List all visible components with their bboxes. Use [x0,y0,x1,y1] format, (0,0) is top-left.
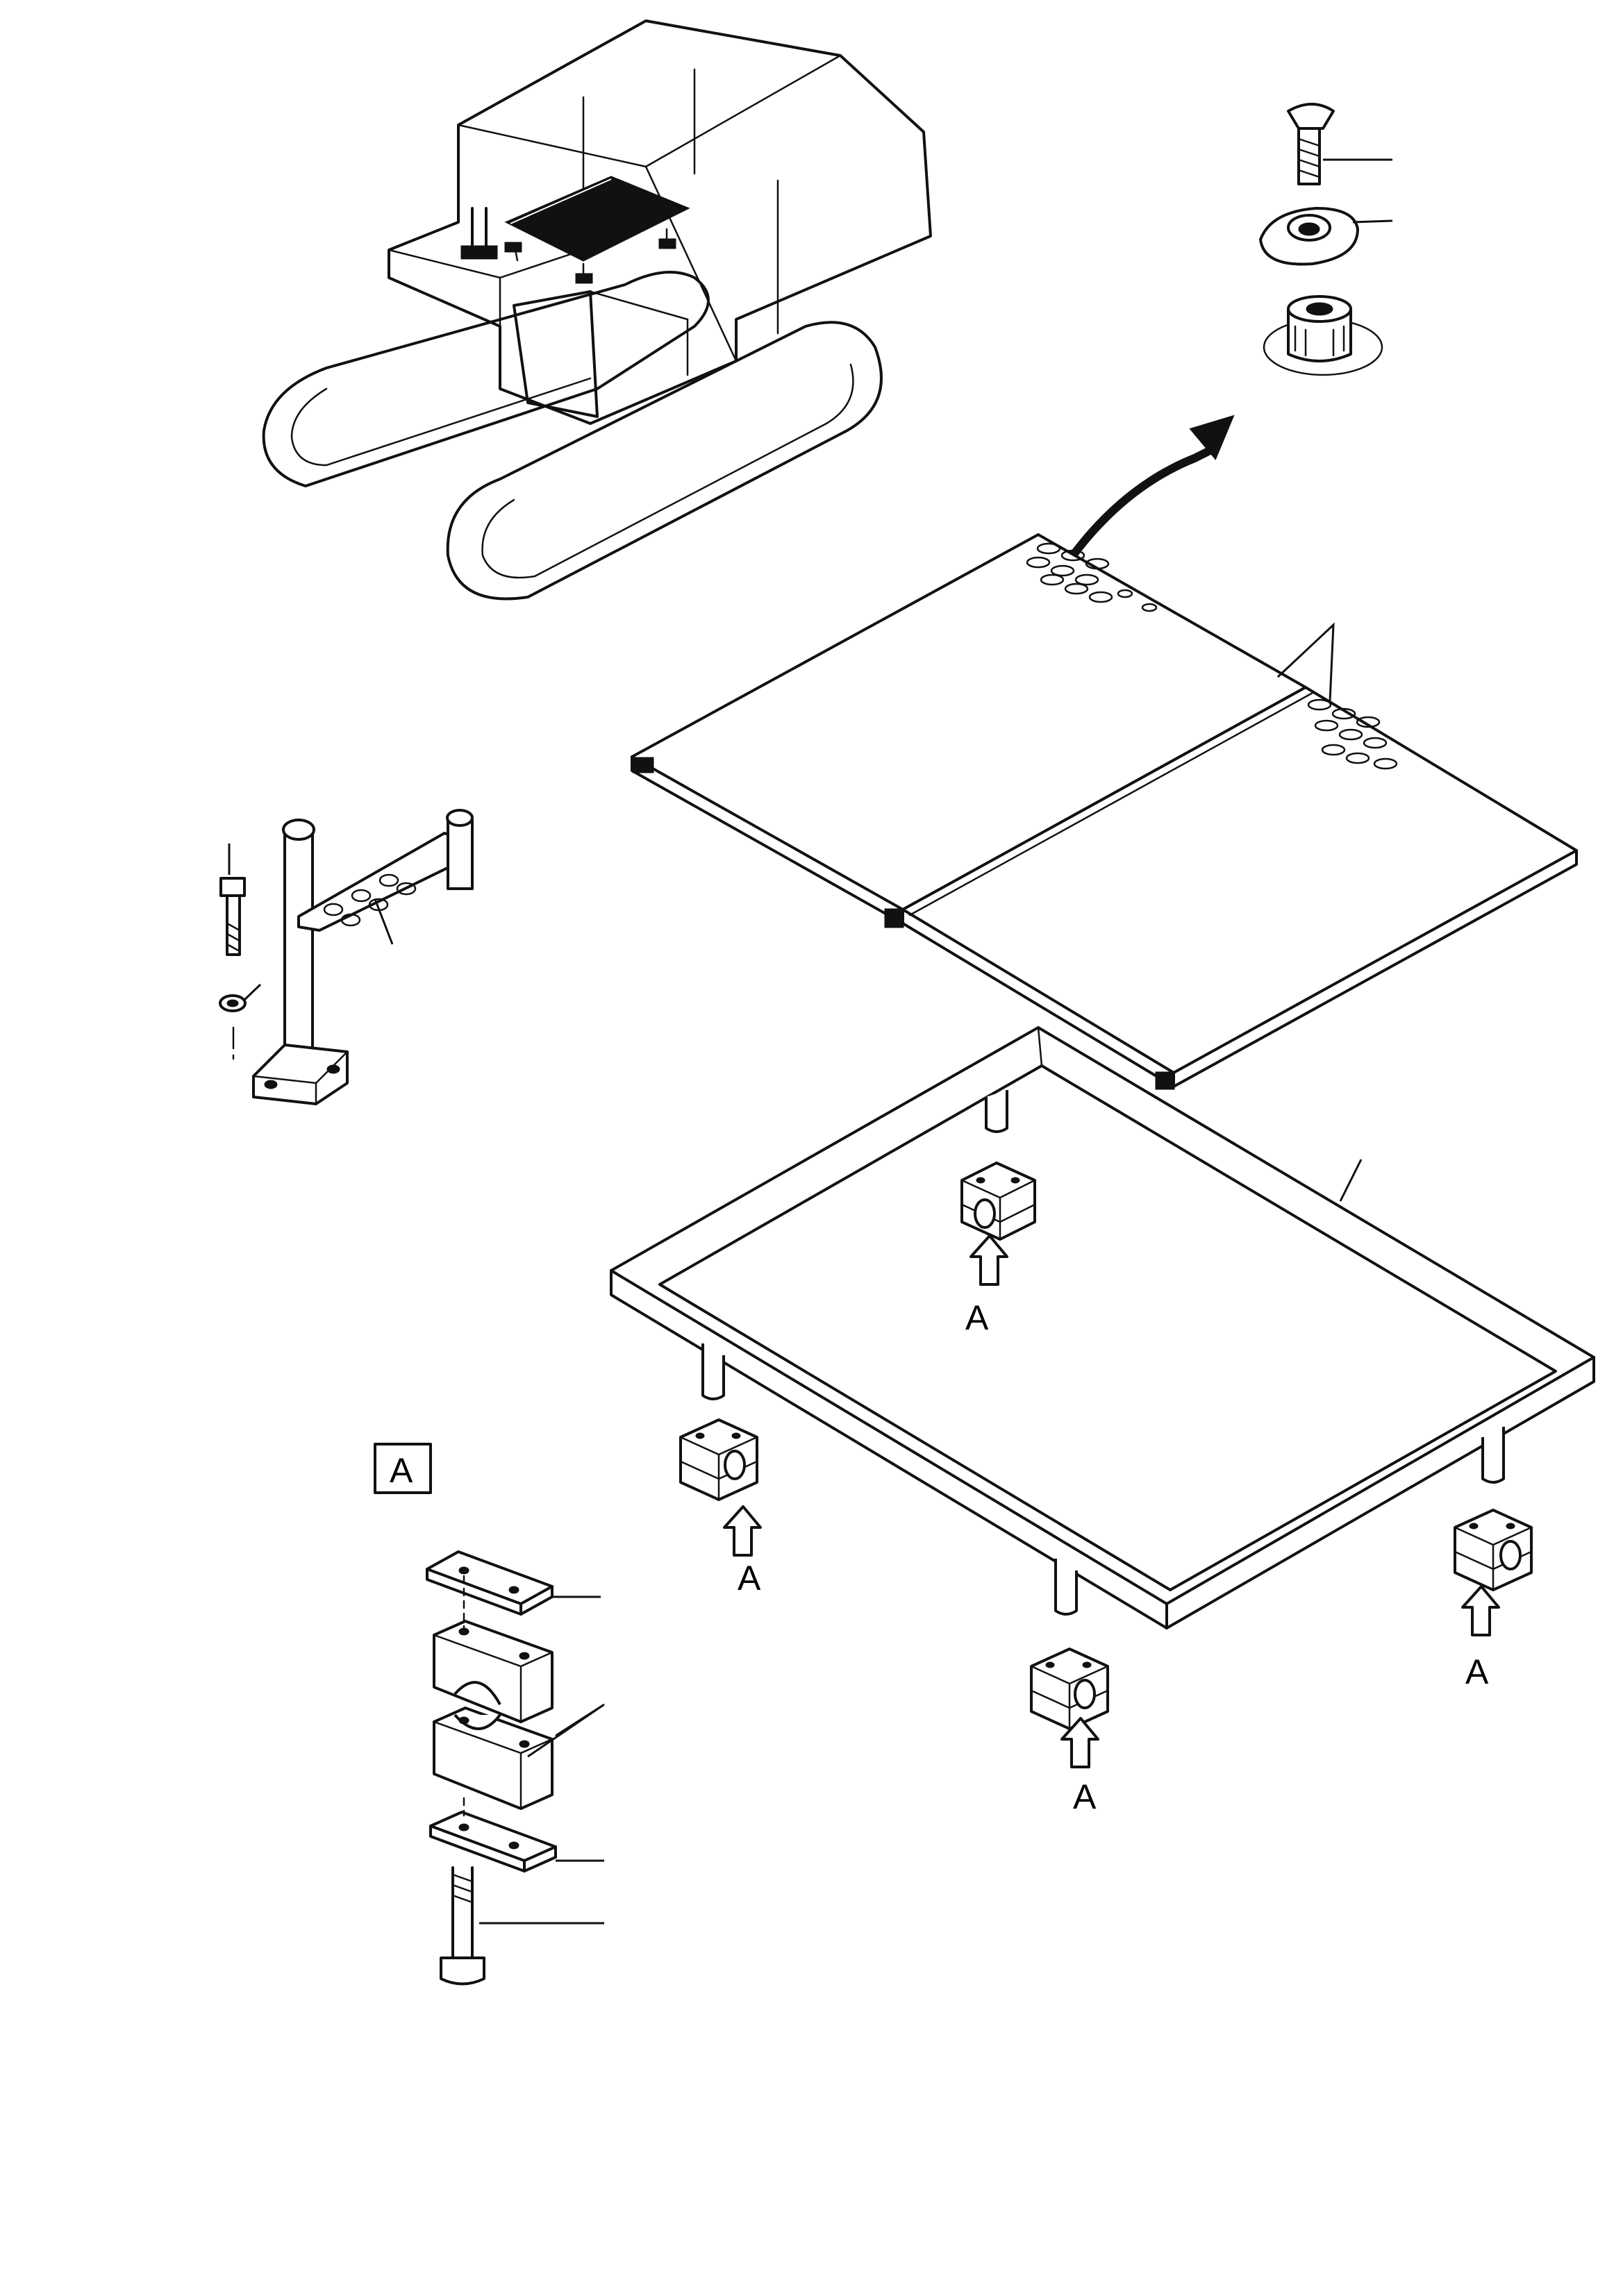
countersunk-screw [1287,103,1392,185]
clamp-block-3 [1030,1648,1109,1730]
detail-a-box: A [374,1443,432,1494]
up-arrow-icon [1060,1717,1099,1768]
handrail-stand [219,809,474,1105]
clamp-label: A [965,1298,989,1337]
clamp-label: A [738,1559,761,1598]
clamp-block-1 [960,1162,1036,1241]
detail-label: A [390,1451,413,1490]
cup-washer [1259,207,1393,266]
clamp-label: A [1465,1652,1489,1691]
up-arrow-icon [723,1505,762,1557]
clamp-block-4 [1454,1509,1533,1591]
weld-nut [1263,295,1383,376]
up-arrow-icon [969,1234,1008,1286]
curved-arrow-icon [1069,414,1235,560]
floor-plates [631,533,1578,1090]
fastener-set [1259,103,1393,376]
support-frame [610,1026,1595,1629]
up-arrow-icon [1461,1585,1500,1636]
clamp-detail-exploded [426,1550,605,1986]
clamp-label: A [1073,1777,1097,1816]
excavator-overview [262,19,932,601]
clamp-block-2 [679,1418,758,1501]
